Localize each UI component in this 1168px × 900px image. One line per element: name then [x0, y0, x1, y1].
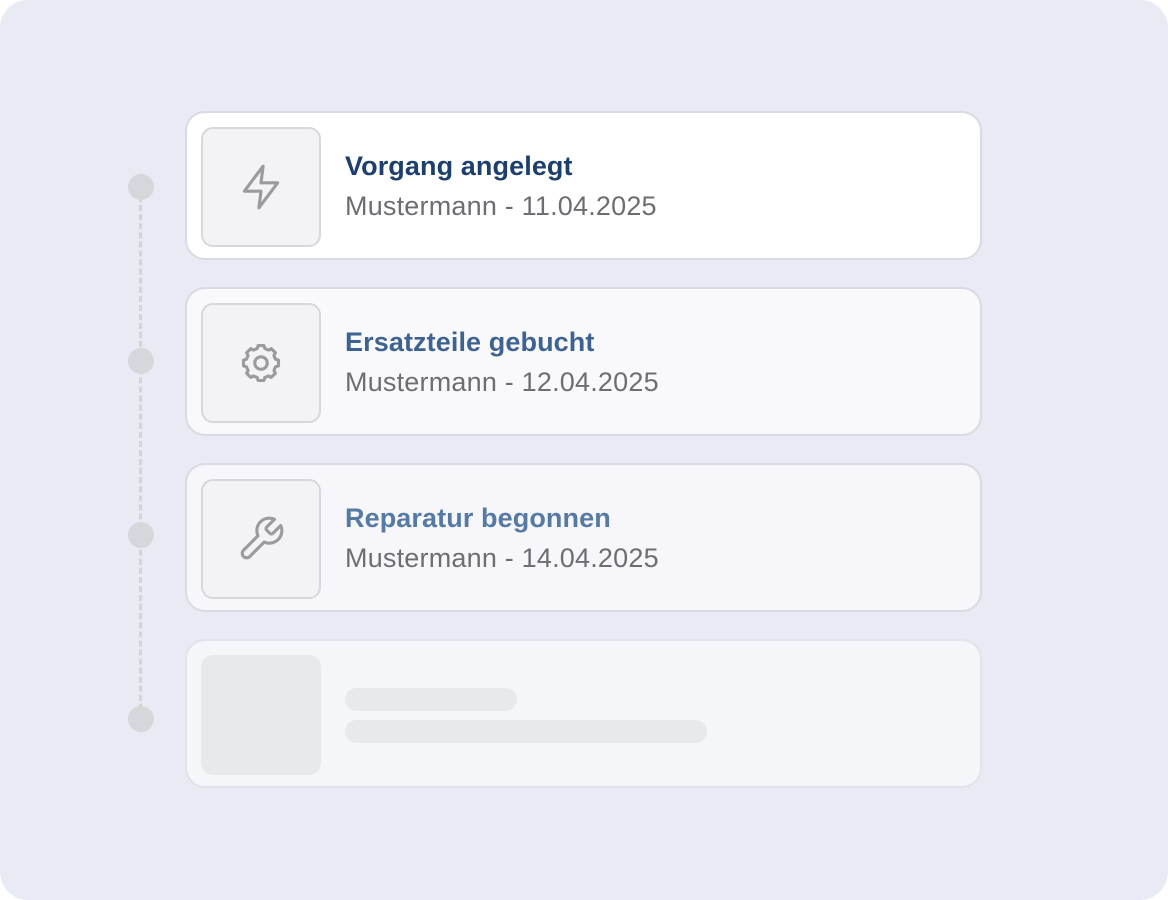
entry-icon-box: [201, 303, 321, 423]
timeline-entry[interactable]: Ersatzteile gebucht Mustermann - 12.04.2…: [185, 287, 982, 436]
entry-subtitle: Mustermann - 14.04.2025: [345, 543, 659, 573]
timeline-dot: [128, 174, 154, 200]
entry-subtitle: Mustermann - 11.04.2025: [345, 191, 657, 221]
entry-title: Reparatur begonnen: [345, 503, 611, 533]
entry-title: Vorgang angelegt: [345, 151, 573, 181]
timeline-dot: [128, 522, 154, 548]
entry-title: Ersatzteile gebucht: [345, 327, 595, 357]
skeleton-title: [345, 688, 517, 711]
entry-icon-box: [201, 127, 321, 247]
timeline-entry[interactable]: Reparatur begonnen Mustermann - 14.04.20…: [185, 463, 982, 612]
timeline-connector: [139, 187, 142, 719]
gear-icon: [241, 343, 281, 383]
entry-icon-box: [201, 479, 321, 599]
skeleton-icon: [201, 655, 321, 775]
timeline-entry[interactable]: Vorgang angelegt Mustermann - 11.04.2025: [185, 111, 982, 260]
timeline-entry-placeholder: [185, 639, 982, 788]
skeleton-subtitle: [345, 720, 707, 743]
wrench-icon: [240, 516, 284, 560]
lightning-icon: [242, 164, 280, 210]
timeline-dot: [128, 348, 154, 374]
entry-subtitle: Mustermann - 12.04.2025: [345, 367, 659, 397]
timeline-dot: [128, 706, 154, 732]
